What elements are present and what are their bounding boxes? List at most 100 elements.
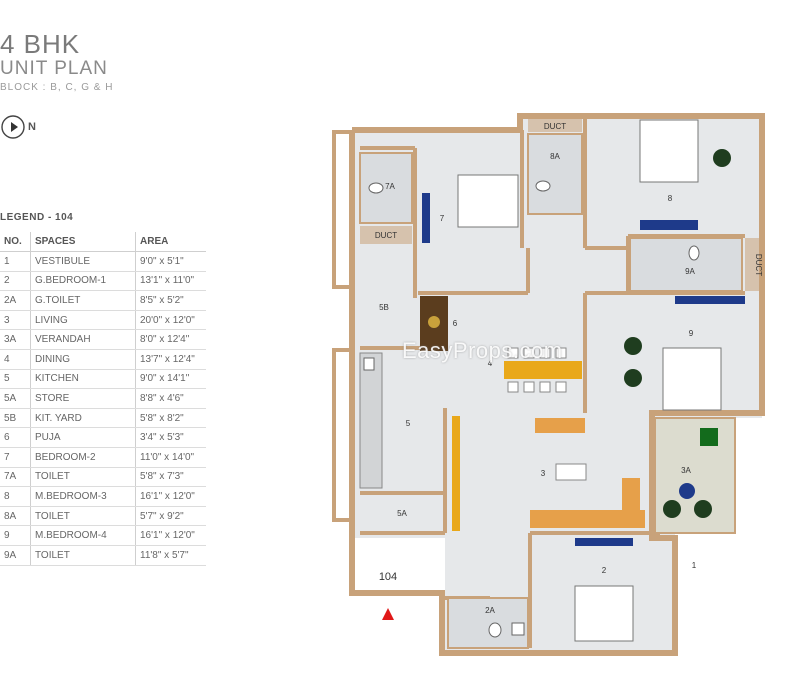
legend-cell-no: 2A (0, 290, 31, 311)
legend-cell-area: 8'5" x 5'2" (135, 290, 206, 311)
room-6-label: 6 (453, 319, 458, 328)
legend-cell-space: LIVING (30, 310, 136, 331)
room-5a-label: 5A (397, 509, 407, 518)
duct-3 (745, 238, 762, 291)
legend-cell-area: 5'8" x 7'3" (135, 467, 206, 488)
room-5b-label: 5B (379, 303, 389, 312)
room-7a-label: 7A (385, 182, 395, 191)
legend-cell-no: 5A (0, 388, 31, 409)
legend-cell-no: 9A (0, 545, 31, 566)
room-9a-label: 9A (685, 267, 695, 276)
puja-icon (428, 316, 440, 328)
room-9-label: 9 (689, 329, 694, 338)
legend-cell-no: 7A (0, 467, 31, 488)
plan-subtitle: UNIT PLAN (0, 58, 108, 79)
compass-icon (1, 115, 25, 139)
legend-header-row: NO. SPACES AREA (0, 232, 206, 252)
legend-col-spaces: SPACES (30, 232, 136, 252)
legend-cell-space: DINING (30, 349, 136, 370)
duct-2 (528, 118, 582, 132)
legend-cell-space: STORE (30, 388, 136, 409)
room-7-label: 7 (440, 214, 445, 223)
legend-cell-no: 1 (0, 251, 31, 272)
duct-1-label: DUCT (375, 231, 397, 240)
bed-8 (639, 119, 731, 230)
living-sofa (530, 418, 645, 528)
legend-cell-space: KITCHEN (30, 369, 136, 390)
bed-2 (574, 538, 634, 642)
room-2a-label: 2A (485, 606, 495, 615)
legend-cell-no: 3A (0, 329, 31, 350)
legend-cell-space: TOILET (30, 467, 136, 488)
legend-cell-area: 9'0" x 5'1" (135, 251, 206, 272)
north-label: N (28, 121, 36, 133)
legend-cell-space: KIT. YARD (30, 408, 136, 429)
unit-number: 104 (379, 571, 397, 583)
legend-cell-no: 8 (0, 486, 31, 507)
legend-cell-area: 11'0" x 14'0" (135, 447, 206, 468)
bed-9 (624, 296, 745, 411)
kitchen-counter (359, 352, 460, 531)
legend-cell-no: 3 (0, 310, 31, 331)
legend-title: LEGEND - 104 (0, 212, 74, 223)
legend-cell-no: 9 (0, 525, 31, 546)
legend-cell-space: TOILET (30, 545, 136, 566)
room-4-label: 4 (488, 359, 493, 368)
legend-cell-no: 8A (0, 506, 31, 527)
legend-col-area: AREA (135, 232, 206, 252)
room-3a-label: 3A (681, 466, 691, 475)
legend-cell-space: M.BEDROOM-4 (30, 525, 136, 546)
title-block: 4 BHK UNIT PLAN BLOCK : B, C, G & H (0, 30, 113, 96)
legend-cell-space: BEDROOM-2 (30, 447, 136, 468)
bed-7 (422, 174, 519, 243)
legend-cell-no: 2 (0, 271, 31, 292)
legend-cell-area: 5'7" x 9'2" (135, 506, 206, 527)
legend-cell-no: 5B (0, 408, 31, 429)
legend-cell-area: 13'1" x 11'0" (135, 271, 206, 292)
legend-cell-area: 13'7" x 12'4" (135, 349, 206, 370)
legend-cell-no: 6 (0, 427, 31, 448)
legend-cell-no: 4 (0, 349, 31, 370)
legend-cell-area: 8'0" x 12'4" (135, 329, 206, 350)
legend-cell-space: TOILET (30, 506, 136, 527)
legend-col-no: NO. (0, 232, 31, 252)
legend-cell-space: VESTIBULE (30, 251, 136, 272)
room-5-label: 5 (406, 419, 411, 428)
dining-table (504, 347, 582, 393)
block-list: BLOCK : B, C, G & H (0, 82, 114, 93)
duct-2-label: DUCT (544, 122, 566, 131)
legend-cell-area: 3'4" x 5'3" (135, 427, 206, 448)
legend-cell-area: 16'1" x 12'0" (135, 486, 206, 507)
room-labels: 1 2 2A 3 3A 4 5 5A 5B 6 7 7A 8 8A 9 9A D… (375, 122, 763, 615)
plan-title: 4 BHK (0, 29, 81, 59)
legend-cell-area: 5'8" x 8'2" (135, 408, 206, 429)
watermark: EasyProps.com (402, 338, 563, 363)
legend-cell-area: 11'8" x 5'7" (135, 545, 206, 566)
legend-cell-space: VERANDAH (30, 329, 136, 350)
north-indicator: N (0, 114, 36, 140)
floor-plan: 1 2 2A 3 3A 4 5 5A 5B 6 7 7A 8 8A 9 9A D… (332, 113, 765, 656)
room-2-label: 2 (602, 566, 607, 575)
legend-cell-no: 7 (0, 447, 31, 468)
entry-arrow-icon (382, 608, 394, 620)
legend-cell-space: M.BEDROOM-3 (30, 486, 136, 507)
room-8-label: 8 (668, 194, 673, 203)
room-3-label: 3 (541, 469, 546, 478)
legend-cell-area: 8'8" x 4'6" (135, 388, 206, 409)
duct-1 (360, 226, 412, 244)
